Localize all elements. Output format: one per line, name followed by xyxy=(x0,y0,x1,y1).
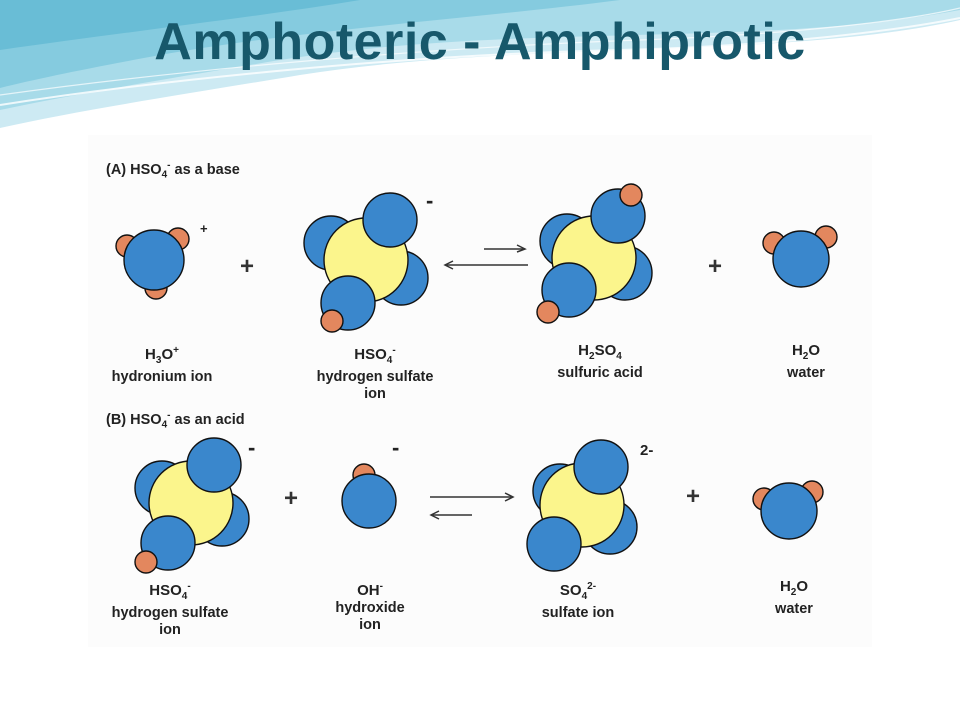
panel-b-label-charge: - xyxy=(167,410,171,421)
hydrogen-sulfate-molecule-b xyxy=(134,437,250,574)
species-label-hydroxide: OH- hydroxide ion xyxy=(335,581,405,633)
reaction-figure: .O { fill: #3a87cc; stroke: #111; stroke… xyxy=(88,135,872,647)
panel-a-label-charge: - xyxy=(167,160,171,171)
plus-sign-b2: + xyxy=(686,483,701,510)
panel-b-label: (B) HSO4- as an acid xyxy=(106,410,245,431)
sulfate-molecule xyxy=(526,439,638,572)
plus-sign-a2: + xyxy=(708,253,723,280)
background-wave-decoration xyxy=(0,0,960,128)
panel-a-label-subscript: 4 xyxy=(161,169,168,181)
slide-title: Amphoteric - Amphiprotic xyxy=(154,13,806,71)
water-molecule-a xyxy=(762,225,838,288)
plus-sign-b1: + xyxy=(284,485,299,512)
species-label-hydronium: H3O+ hydronium ion xyxy=(111,345,213,385)
panel-a-label: (A) HSO4- as a base xyxy=(106,160,240,181)
panel-b-label-subscript: 4 xyxy=(161,419,168,431)
equilibrium-arrows-b xyxy=(429,492,515,520)
species-label-sulfate: SO42- sulfate ion xyxy=(541,581,615,621)
hydrogen-sulfate-charge-b: - xyxy=(248,435,256,460)
panel-a-label-prefix: (A) HSO xyxy=(106,161,162,178)
panel-b-label-suffix: as an acid xyxy=(170,411,245,428)
species-label-hydrogen-sulfate-b: HSO4- hydrogen sulfate ion xyxy=(111,581,229,638)
hydrogen-sulfate-molecule-a xyxy=(303,192,429,333)
plus-sign-a1: + xyxy=(240,253,255,280)
panel-b-label-prefix: (B) HSO xyxy=(106,411,162,428)
species-label-sulfuric-acid: H2SO4 sulfuric acid xyxy=(557,342,643,381)
sulfate-charge: 2- xyxy=(640,442,654,459)
panel-a-label-suffix: as a base xyxy=(170,161,240,178)
hydrogen-sulfate-charge-a: - xyxy=(426,188,434,213)
species-label-water-a: H2O water xyxy=(787,342,825,381)
species-label-water-b: H2O water xyxy=(775,578,813,617)
hydroxide-charge: - xyxy=(392,435,400,460)
sulfuric-acid-molecule xyxy=(536,183,653,324)
hydroxide-molecule xyxy=(341,463,397,529)
molecule-diagram: .O { fill: #3a87cc; stroke: #111; stroke… xyxy=(115,183,838,574)
species-label-hydrogen-sulfate-a: HSO4- hydrogen sulfate ion xyxy=(316,345,434,402)
equilibrium-arrows-a xyxy=(443,244,528,270)
hydronium-charge: + xyxy=(200,221,208,236)
water-molecule-b xyxy=(752,480,824,540)
hydronium-molecule xyxy=(115,227,190,300)
